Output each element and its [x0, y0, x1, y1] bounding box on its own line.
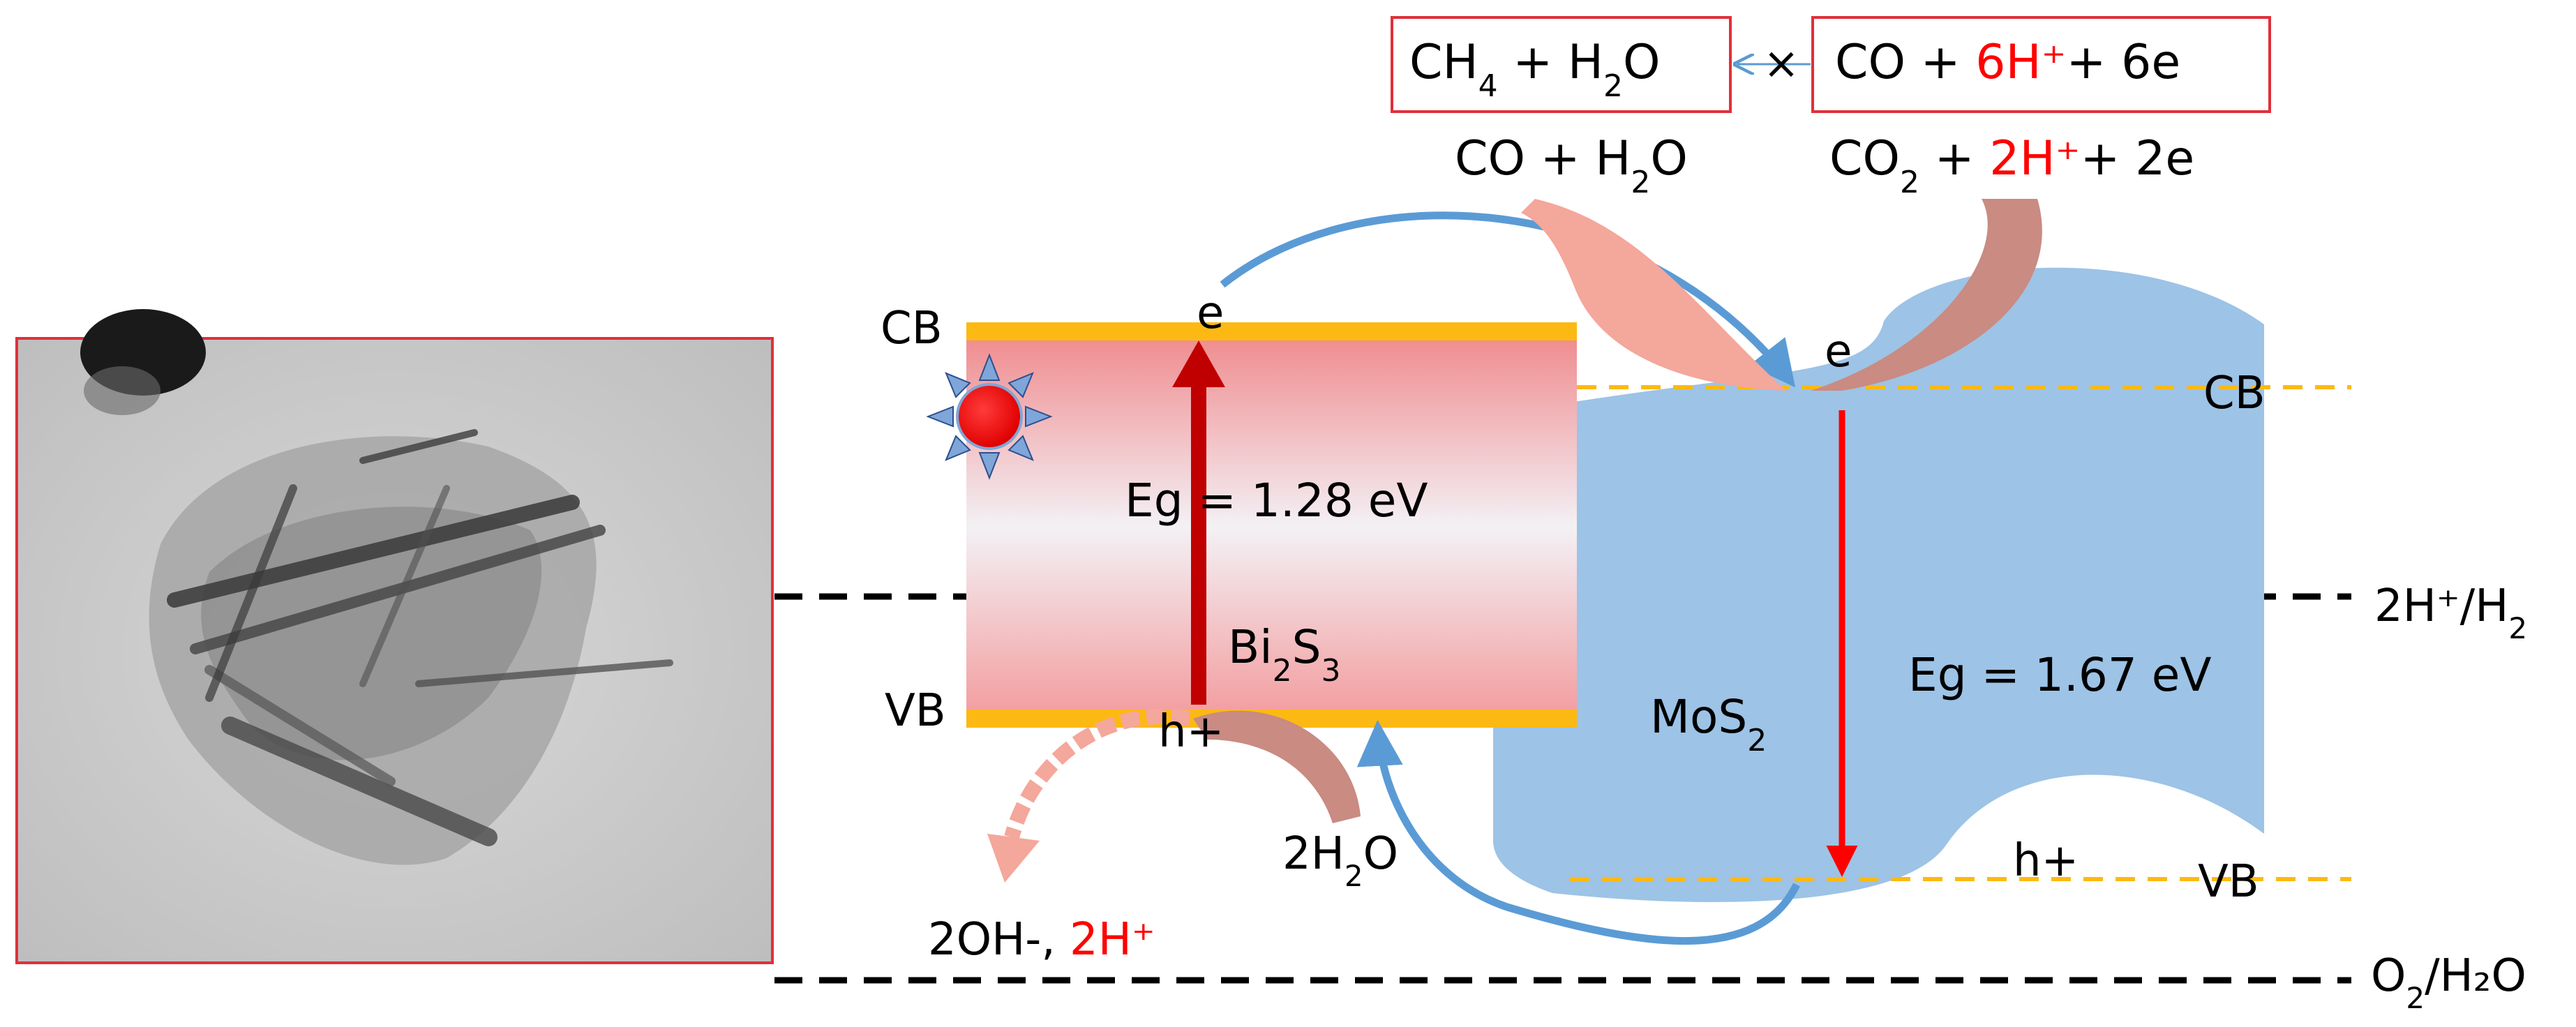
bi2s3-hole-label: h+	[1158, 706, 1224, 758]
svg-text:CO + 6H⁺+ 6e: CO + 6H⁺+ 6e	[1835, 35, 2180, 90]
mos2-block	[1493, 267, 2351, 902]
bi2s3-electron-label: e	[1197, 287, 1224, 339]
o2-level-label: O2/H₂O	[2371, 950, 2526, 1015]
bi2s3-block	[966, 322, 1577, 728]
svg-text:CH4 + H2O: CH4 + H2O	[1409, 35, 1661, 104]
tem-micrograph	[15, 309, 774, 964]
mos2-cb-label: CB	[2203, 368, 2266, 419]
bi2s3-name-label: Bi2S3	[1228, 620, 1341, 689]
mos2-name-label: MoS2	[1650, 690, 1767, 758]
reaction-box-ch4: CH4 + H2O	[1391, 16, 1732, 113]
co2-reduction-label: CO2 + 2H⁺+ 2e	[1829, 131, 2194, 200]
electron-transfer-arrow	[1220, 211, 1796, 388]
mos2-vb-label: VB	[2198, 856, 2259, 908]
bi2s3-vb-label: VB	[885, 685, 946, 737]
water-oxidation-arrow	[1193, 710, 1361, 823]
co-formation-arrow	[1521, 199, 1786, 391]
mos2-electron-label: e	[1825, 326, 1852, 377]
bi2s3-excitation-arrowhead	[1172, 340, 1225, 387]
mos2-bandgap-label: Eg = 1.67 eV	[1908, 648, 2212, 702]
sun-icon	[926, 353, 1053, 480]
blocked-pathway-cross: ×	[1763, 38, 1799, 89]
bi2s3-cb-edge	[966, 322, 1577, 340]
water-products-label: 2OH-, 2H⁺	[928, 914, 1155, 966]
mos2-hole-label: h+	[2013, 835, 2079, 887]
product-release-arrow	[1004, 708, 1191, 839]
bi2s3-bandgap-label: Eg = 1.28 eV	[1125, 474, 1428, 527]
reaction-box-co: CO + 6H⁺+ 6e	[1811, 16, 2271, 113]
co-h2o-label: CO + H2O	[1455, 131, 1688, 200]
product-release-arrowhead	[987, 834, 1040, 883]
co2-reduction-arrow	[1811, 199, 2042, 391]
h2-level-label: 2H⁺/H2	[2374, 580, 2527, 645]
hole-transfer-arrow	[1356, 719, 1800, 945]
water-reactant-label: 2H2O	[1282, 828, 1398, 893]
bi2s3-cb-label: CB	[881, 303, 943, 354]
